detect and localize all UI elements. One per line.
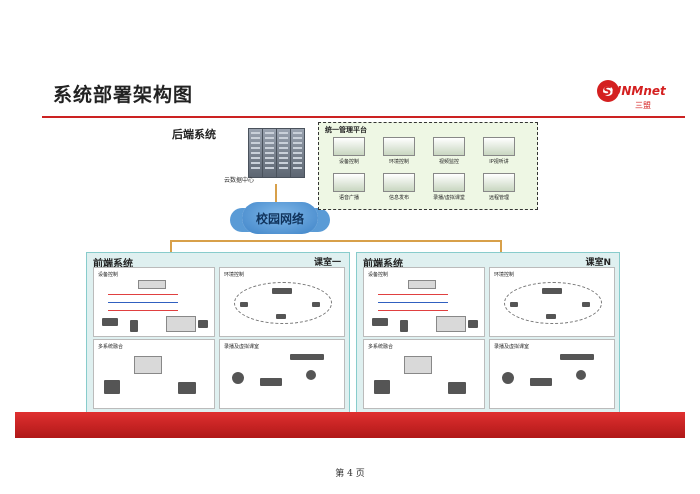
recording-cell: 录播及虚拟课室 xyxy=(219,339,345,409)
platform-item: 语音广播 xyxy=(327,173,371,201)
sensor-icon xyxy=(582,302,590,307)
campus-network-cloud: 校园网络 xyxy=(242,202,318,234)
backend-label: 后端系统 xyxy=(172,128,216,141)
controller-icon xyxy=(408,280,436,289)
encoder-icon xyxy=(530,378,552,386)
screen-icon xyxy=(436,316,466,332)
platform-item: IP视听讲 xyxy=(477,137,521,165)
environment-control-cell: 环境控制 xyxy=(219,267,345,337)
multi-system-cell: 多系统融合 xyxy=(363,339,485,409)
frontend-title: 前端系统 xyxy=(93,259,133,270)
sensor-icon xyxy=(546,314,556,319)
frontend-title: 前端系统 xyxy=(363,259,403,270)
projector-icon xyxy=(372,318,388,326)
page-title: 系统部署架构图 xyxy=(53,84,194,106)
platform-item: 视频监控 xyxy=(427,137,471,165)
classroom-label: 课室N xyxy=(585,258,611,268)
management-platform: 统一管理平台 设备控制 环境控制 视频监控 IP视听讲 语音广播 信息发布 录播… xyxy=(318,122,538,210)
classroom-label: 课室一 xyxy=(313,258,341,268)
platform-item: 信息发布 xyxy=(377,173,421,201)
title-rule xyxy=(42,116,685,118)
speaker-icon xyxy=(130,320,138,332)
sensor-icon xyxy=(276,314,286,319)
controller-icon xyxy=(138,280,166,289)
uplink-line xyxy=(275,184,277,210)
computer-icon xyxy=(468,320,478,328)
encoder-icon xyxy=(260,378,282,386)
device-control-cell: 设备控制 xyxy=(93,267,215,337)
broadcast-icon xyxy=(333,173,365,192)
server-cluster-icon xyxy=(248,128,305,178)
page-number: 第 4 页 xyxy=(335,469,365,479)
recording-icon xyxy=(433,173,465,192)
server-caption: 云数据中心 xyxy=(224,177,255,184)
recorder-icon xyxy=(560,354,594,360)
ptz-camera-icon xyxy=(232,372,244,384)
ptz-camera-icon xyxy=(502,372,514,384)
drop-line-left xyxy=(170,240,172,252)
screen-icon xyxy=(166,316,196,332)
remote-management-icon xyxy=(483,173,515,192)
speaker-icon xyxy=(400,320,408,332)
platform-item: 环境控制 xyxy=(377,137,421,165)
sensor-icon xyxy=(240,302,248,307)
router-icon xyxy=(542,288,562,294)
ip-phone-icon xyxy=(483,137,515,156)
microphone-icon xyxy=(306,370,316,380)
frontend-panel: 前端系统 课室一 设备控制 环境控制 多系统融合 录播及虚拟课室 xyxy=(86,252,350,414)
distribution-line xyxy=(170,240,500,242)
phone-icon xyxy=(448,382,466,394)
recorder-icon xyxy=(290,354,324,360)
sensor-icon xyxy=(312,302,320,307)
footer-bar xyxy=(15,412,685,438)
environment-control-cell: 环境控制 xyxy=(489,267,615,337)
camera-icon xyxy=(104,380,120,394)
phone-icon xyxy=(178,382,196,394)
info-display-icon xyxy=(383,173,415,192)
platform-item: 录播/虚拟课堂 xyxy=(427,173,471,201)
projector-icon xyxy=(102,318,118,326)
monitor-icon xyxy=(404,356,432,374)
drop-line-right xyxy=(500,240,502,252)
microphone-icon xyxy=(576,370,586,380)
logo-burst-icon xyxy=(597,80,619,102)
network-label: 校园网络 xyxy=(255,212,304,226)
platform-item: 远程管理 xyxy=(477,173,521,201)
frontend-panel: 前端系统 课室N 设备控制 环境控制 多系统融合 录播及虚拟课室 xyxy=(356,252,620,414)
video-monitor-icon xyxy=(433,137,465,156)
recording-cell: 录播及虚拟课室 xyxy=(489,339,615,409)
monitor-icon xyxy=(134,356,162,374)
computer-icon xyxy=(198,320,208,328)
logo-subtext: 三盟 xyxy=(635,101,651,110)
platform-item: 设备控制 xyxy=(327,137,371,165)
sensor-icon xyxy=(510,302,518,307)
device-control-cell: 设备控制 xyxy=(363,267,485,337)
device-control-icon xyxy=(333,137,365,156)
router-icon xyxy=(272,288,292,294)
platform-title: 统一管理平台 xyxy=(325,126,367,134)
sunmnet-logo: SUNMnet 三盟 xyxy=(593,74,666,116)
logo-text: SUNMnet xyxy=(603,84,666,98)
multi-system-cell: 多系统融合 xyxy=(93,339,215,409)
camera-icon xyxy=(374,380,390,394)
environment-control-icon xyxy=(383,137,415,156)
